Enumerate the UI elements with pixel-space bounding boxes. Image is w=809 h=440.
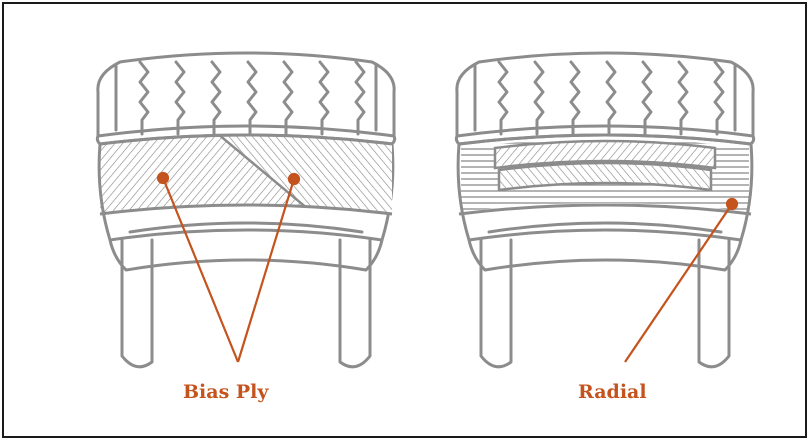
- tread-groove: [571, 62, 579, 134]
- tread-groove: [212, 62, 220, 134]
- tread-groove: [715, 62, 723, 134]
- radial-tire-illustration: [455, 44, 755, 374]
- bias-ply-tire-illustration: [96, 44, 396, 374]
- tread-groove: [176, 62, 184, 134]
- tread-groove: [679, 62, 687, 134]
- tread-groove: [535, 62, 543, 134]
- radial-label: Radial: [578, 381, 647, 403]
- tread-groove: [248, 62, 256, 134]
- tread-groove: [499, 62, 507, 134]
- tread-groove: [643, 62, 651, 134]
- tread-groove: [284, 62, 292, 134]
- tread-groove: [140, 62, 148, 134]
- tread-groove: [607, 62, 615, 134]
- bias-ply-label: Bias Ply: [183, 381, 268, 403]
- tread-groove: [320, 62, 328, 134]
- tread-groove: [356, 62, 364, 134]
